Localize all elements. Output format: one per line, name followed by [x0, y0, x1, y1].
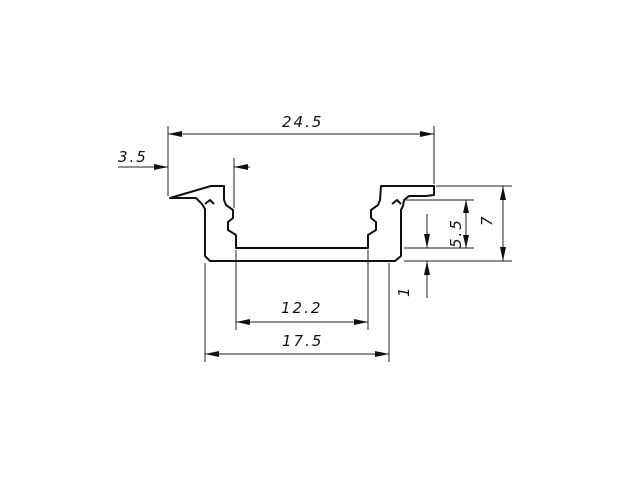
dimension-total-height: 7 — [404, 185, 512, 262]
channel-height-label: 5.5 — [447, 218, 465, 248]
dimension-base-width: 17.5 — [204, 263, 390, 362]
right-lip-groove — [391, 199, 402, 205]
dimension-base-thickness: 1 — [395, 214, 430, 298]
lip-width-label: 3.5 — [118, 148, 148, 166]
inner-width-label: 12.2 — [281, 299, 322, 317]
total-height-label: 7 — [478, 214, 496, 226]
dimension-overall-width: 24.5 — [167, 113, 435, 196]
dimension-lip-width: 3.5 — [118, 148, 250, 208]
left-lip-groove — [204, 199, 215, 205]
profile-cross-section — [169, 185, 435, 262]
profile-outline — [169, 185, 435, 262]
base-width-label: 17.5 — [282, 332, 323, 350]
base-thickness-label: 1 — [395, 285, 413, 297]
dimension-channel-height: 5.5 — [403, 199, 474, 249]
dimension-inner-width: 12.2 — [235, 250, 369, 330]
overall-width-label: 24.5 — [282, 113, 323, 131]
